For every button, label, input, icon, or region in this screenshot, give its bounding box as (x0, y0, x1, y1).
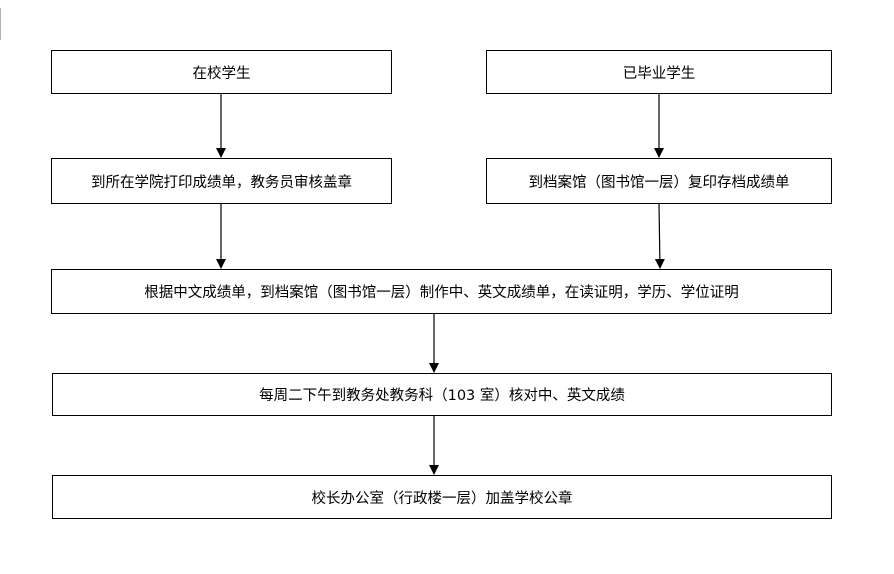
page-edge-mark (0, 8, 1, 40)
graduated-student-label: 已毕业学生 (622, 65, 696, 82)
verify-grades-step-label: 每周二下午到教务处教务科（103 室）核对中、英文成绩 (259, 388, 625, 404)
copy-archive-step-label: 到档案馆（图书馆一层）复印存档成绩单 (528, 174, 790, 191)
make-transcript-step-box: 根据中文成绩单，到档案馆（图书馆一层）制作中、英文成绩单，在读证明，学历、学位证… (51, 269, 832, 314)
current-student-label: 在校学生 (192, 65, 251, 82)
arrow-copy-to-make (654, 203, 665, 269)
official-stamp-step-box: 校长办公室（行政楼一层）加盖学校公章 (52, 475, 832, 519)
verify-grades-step-box: 每周二下午到教务处教务科（103 室）核对中、英文成绩 (52, 373, 832, 416)
print-transcript-step-box: 到所在学院打印成绩单，教务员审核盖章 (51, 158, 392, 204)
print-transcript-step-label: 到所在学院打印成绩单，教务员审核盖章 (91, 174, 352, 191)
current-student-box: 在校学生 (51, 50, 392, 94)
make-transcript-step-label: 根据中文成绩单，到档案馆（图书馆一层）制作中、英文成绩单，在读证明，学历、学位证… (144, 285, 739, 301)
graduated-student-box: 已毕业学生 (486, 50, 832, 94)
official-stamp-step-label: 校长办公室（行政楼一层）加盖学校公章 (311, 490, 573, 507)
copy-archive-step-box: 到档案馆（图书馆一层）复印存档成绩单 (486, 158, 832, 204)
